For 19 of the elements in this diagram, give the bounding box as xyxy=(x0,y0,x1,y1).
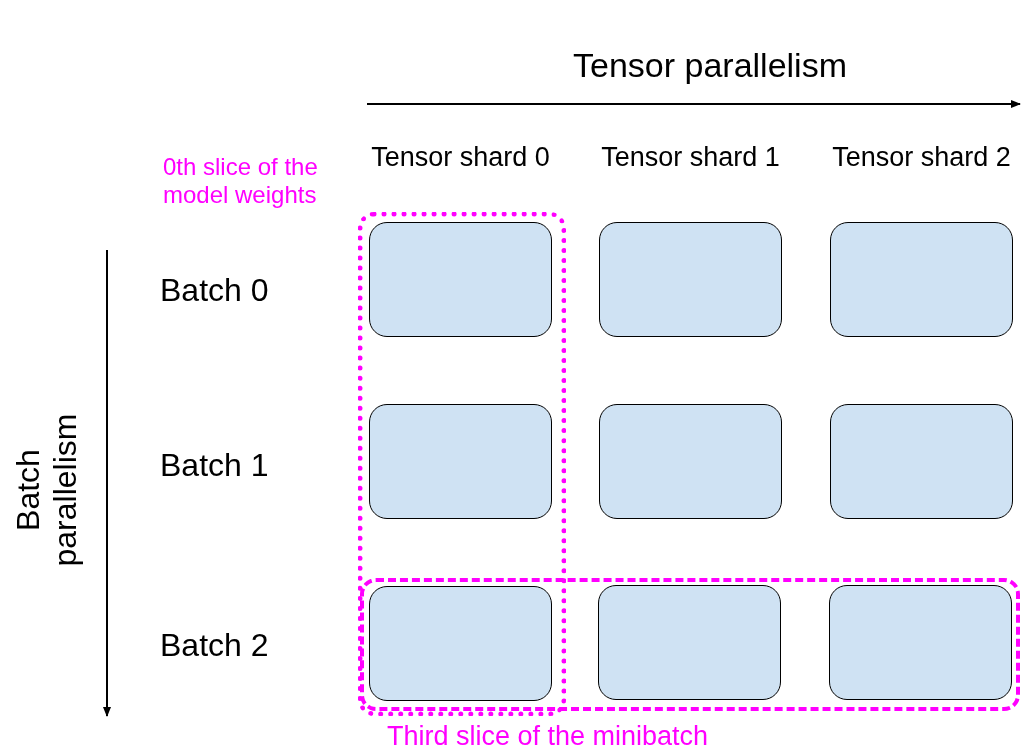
rounded-box xyxy=(598,585,781,700)
rounded-box xyxy=(599,404,782,519)
rounded-box xyxy=(369,222,552,337)
rounded-box xyxy=(830,404,1013,519)
row-label: Batch 0 xyxy=(160,272,270,309)
region-label: 0th slice of the model weights xyxy=(163,153,319,209)
rounded-box xyxy=(369,586,552,701)
rounded-box xyxy=(599,222,782,337)
row-label: Batch 1 xyxy=(160,447,270,484)
axis-label: Tensor parallelism xyxy=(572,46,848,85)
region-label: Third slice of the minibatch xyxy=(387,720,710,752)
axis-label: Batch parallelism xyxy=(10,412,84,569)
column-label: Tensor shard 2 xyxy=(831,142,1012,173)
column-label: Tensor shard 1 xyxy=(600,142,781,173)
rounded-box xyxy=(369,404,552,519)
row-label: Batch 2 xyxy=(160,627,270,664)
rounded-box xyxy=(829,585,1012,700)
rounded-box xyxy=(830,222,1013,337)
column-label: Tensor shard 0 xyxy=(370,142,551,173)
